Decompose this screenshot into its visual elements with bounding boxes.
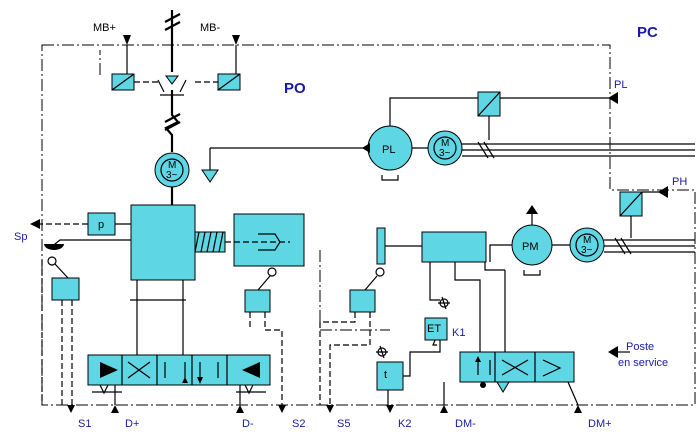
sensor-et bbox=[424, 317, 448, 341]
timer-t bbox=[376, 361, 404, 391]
label-poste: Poste bbox=[626, 341, 654, 353]
sp-arrow bbox=[30, 219, 40, 229]
label-s2: S2 bbox=[292, 418, 305, 430]
label-mb-minus: MB- bbox=[200, 22, 221, 34]
label-en-service: en service bbox=[618, 357, 668, 369]
svg-text:M: M bbox=[441, 138, 449, 149]
svg-text:t: t bbox=[384, 369, 387, 381]
svg-text:M: M bbox=[168, 160, 176, 171]
label-dm-minus: DM- bbox=[455, 418, 476, 430]
svg-text:PL: PL bbox=[382, 144, 395, 156]
svg-text:p: p bbox=[98, 219, 104, 231]
press-plate bbox=[376, 227, 386, 265]
label-po: PO bbox=[284, 80, 306, 97]
label-pl: PL bbox=[614, 79, 627, 91]
svg-text:3~: 3~ bbox=[581, 245, 593, 256]
switch-s1 bbox=[51, 277, 80, 301]
label-d-minus: D- bbox=[242, 418, 254, 430]
svg-text:PM: PM bbox=[522, 241, 539, 253]
tank-symbol bbox=[201, 169, 219, 183]
svg-text:ET: ET bbox=[427, 323, 441, 335]
svg-text:3~: 3~ bbox=[166, 170, 178, 181]
po-boundary bbox=[99, 50, 390, 331]
label-s1: S1 bbox=[78, 418, 91, 430]
cam-s1 bbox=[44, 244, 64, 250]
label-d-plus: D+ bbox=[125, 418, 139, 430]
label-pc: PC bbox=[637, 24, 658, 41]
second-cylinder bbox=[421, 231, 487, 263]
main-valve bbox=[87, 354, 271, 386]
label-ph: PH bbox=[672, 176, 687, 188]
label-s5: S5 bbox=[337, 418, 350, 430]
svg-text:M: M bbox=[583, 235, 591, 246]
clamp-block bbox=[233, 213, 305, 267]
switch-s2 bbox=[244, 289, 271, 313]
tank-symbol-2 bbox=[496, 381, 510, 393]
label-mb-plus: MB+ bbox=[93, 22, 116, 34]
main-shaft bbox=[164, 10, 180, 152]
main-cylinder-block bbox=[130, 204, 196, 281]
label-k2: K2 bbox=[398, 418, 411, 430]
switch-s5 bbox=[349, 289, 376, 313]
svg-text:3~: 3~ bbox=[439, 148, 451, 159]
label-sp: Sp bbox=[14, 231, 27, 243]
label-dm-plus: DM+ bbox=[588, 418, 612, 430]
poste-arrow bbox=[608, 346, 618, 358]
mb-minus-arrow bbox=[232, 35, 240, 45]
mb-plus-arrow bbox=[123, 35, 131, 45]
ph-arrow bbox=[658, 186, 668, 198]
pl-arrow bbox=[608, 92, 618, 104]
label-k1: K1 bbox=[452, 327, 465, 339]
